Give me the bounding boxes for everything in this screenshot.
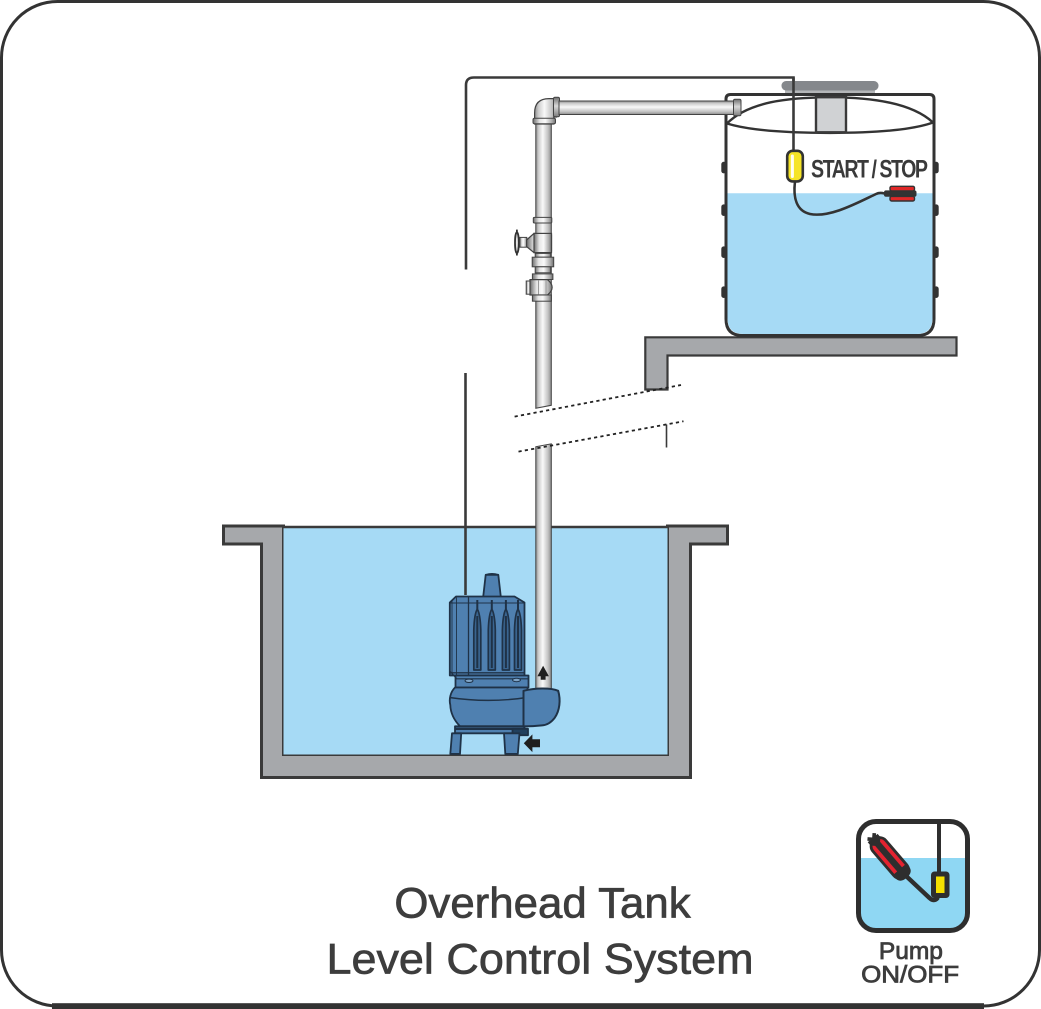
svg-text:ON/OFF: ON/OFF (861, 961, 959, 988)
svg-text:Overhead Tank: Overhead Tank (394, 880, 691, 928)
svg-text:Pump: Pump (879, 938, 943, 965)
svg-text:START / STOP: START / STOP (811, 155, 928, 183)
svg-text:Level Control System: Level Control System (326, 935, 753, 983)
